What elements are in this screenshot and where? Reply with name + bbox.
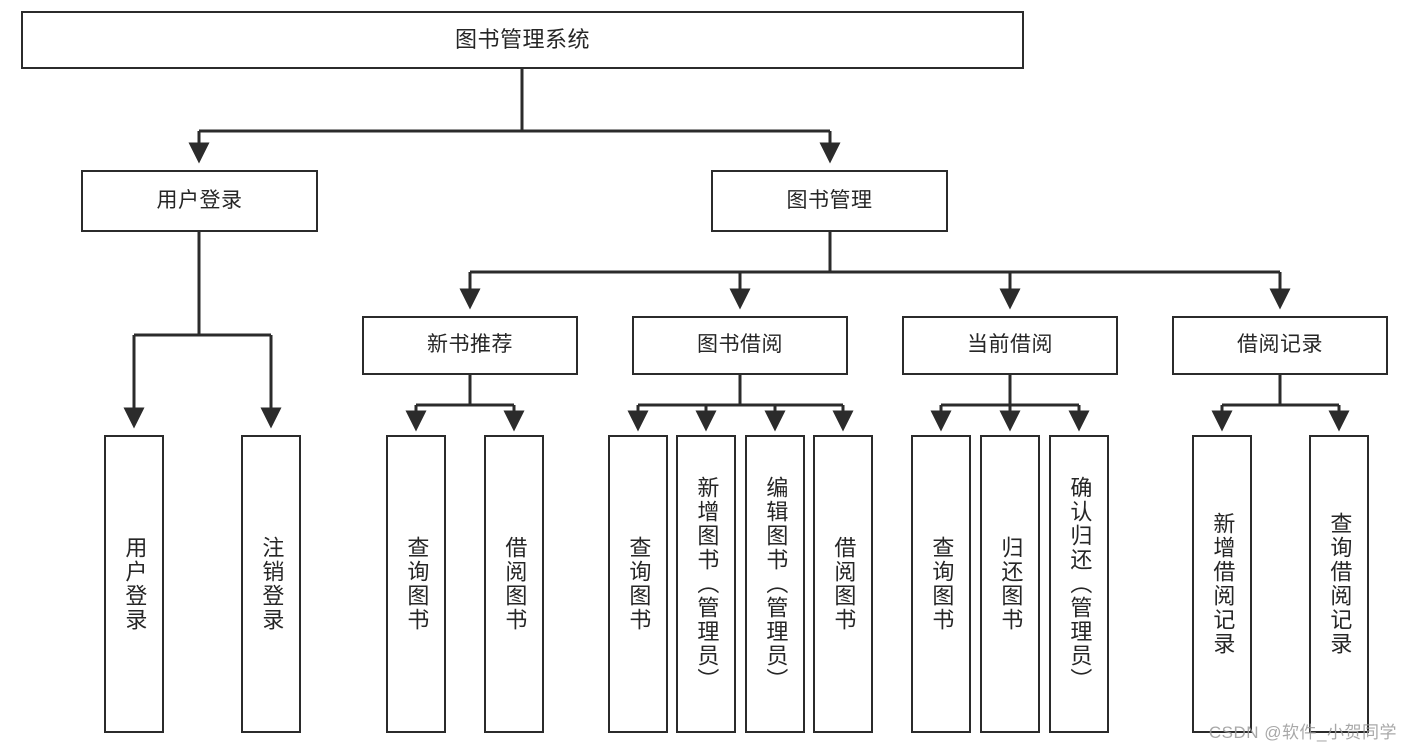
node-label: 查询借阅记录 (1327, 512, 1353, 656)
leaf-add-borrow-record[interactable]: 新增借阅记录 (1192, 435, 1252, 733)
leaf-query-book-current[interactable]: 查询图书 (911, 435, 971, 733)
node-current-borrow[interactable]: 当前借阅 (902, 316, 1118, 375)
node-label: 查询图书 (404, 536, 430, 632)
leaf-user-login[interactable]: 用户登录 (104, 435, 164, 733)
node-label: 借阅图书 (502, 536, 528, 632)
node-label: 归还图书 (998, 536, 1024, 632)
node-label: 确认归还（管理员） (1067, 476, 1093, 692)
node-label: 图书管理系统 (454, 27, 590, 53)
leaf-return-book[interactable]: 归还图书 (980, 435, 1040, 733)
node-label: 新书推荐 (427, 333, 513, 357)
leaf-borrow-book-newbook[interactable]: 借阅图书 (484, 435, 544, 733)
node-label: 用户登录 (122, 536, 148, 632)
node-label: 新增图书（管理员） (694, 476, 720, 692)
leaf-query-borrow-record[interactable]: 查询借阅记录 (1309, 435, 1369, 733)
leaf-query-book-newbook[interactable]: 查询图书 (386, 435, 446, 733)
leaf-borrow-book[interactable]: 借阅图书 (813, 435, 873, 733)
leaf-query-book-borrow[interactable]: 查询图书 (608, 435, 668, 733)
node-label: 查询图书 (929, 536, 955, 632)
leaf-edit-book-admin[interactable]: 编辑图书（管理员） (745, 435, 805, 733)
node-borrow-record[interactable]: 借阅记录 (1172, 316, 1388, 375)
node-root-system[interactable]: 图书管理系统 (21, 11, 1024, 69)
node-label: 注销登录 (259, 536, 285, 632)
leaf-logout[interactable]: 注销登录 (241, 435, 301, 733)
node-label: 图书借阅 (697, 333, 783, 357)
leaf-confirm-return-admin[interactable]: 确认归还（管理员） (1049, 435, 1109, 733)
node-label: 查询图书 (626, 536, 652, 632)
node-book-borrow[interactable]: 图书借阅 (632, 316, 848, 375)
node-book-management[interactable]: 图书管理 (711, 170, 948, 232)
node-label: 当前借阅 (967, 333, 1053, 357)
node-user-login[interactable]: 用户登录 (81, 170, 318, 232)
node-label: 新增借阅记录 (1210, 512, 1236, 656)
leaf-add-book-admin[interactable]: 新增图书（管理员） (676, 435, 736, 733)
node-label: 用户登录 (156, 188, 243, 212)
node-label: 借阅图书 (831, 536, 857, 632)
node-label: 编辑图书（管理员） (763, 476, 789, 692)
node-label: 图书管理 (786, 188, 873, 212)
node-label: 借阅记录 (1237, 333, 1323, 357)
node-new-book-recommend[interactable]: 新书推荐 (362, 316, 578, 375)
watermark: CSDN @软件_小贺同学 (1208, 723, 1397, 742)
